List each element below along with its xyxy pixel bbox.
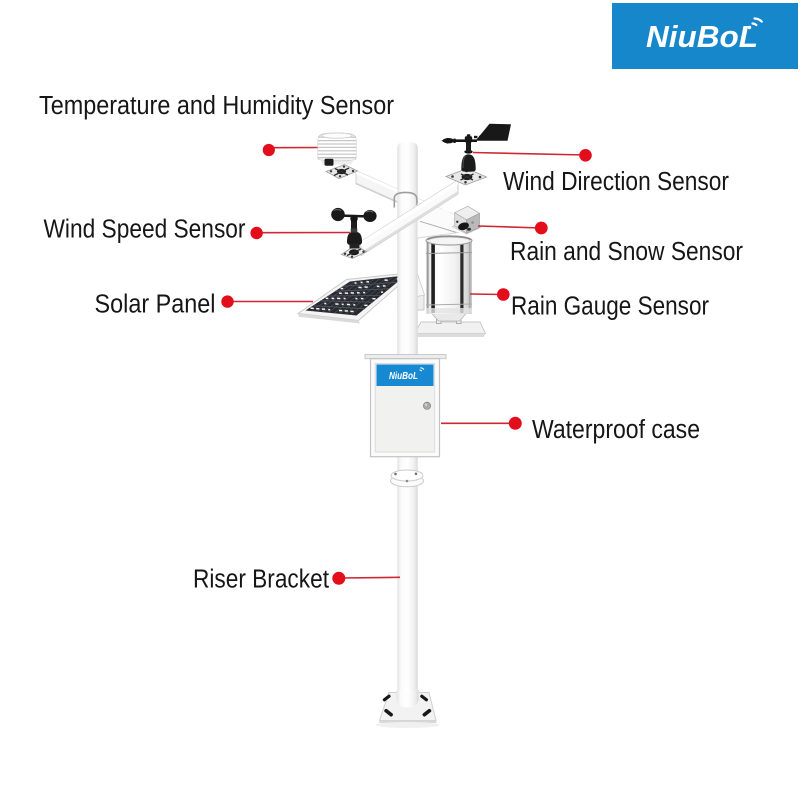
svg-text:NiuBoL: NiuBoL [646,19,758,54]
svg-text:Wind Direction Sensor: Wind Direction Sensor [503,168,729,196]
svg-text:Waterproof case: Waterproof case [532,416,700,444]
svg-text:Rain and Snow Sensor: Rain and Snow Sensor [510,238,743,266]
svg-text:NiuBoL: NiuBoL [389,371,418,382]
svg-text:Solar Panel: Solar Panel [95,291,216,319]
svg-text:Riser Bracket: Riser Bracket [193,566,329,594]
svg-text:Rain Gauge Sensor: Rain Gauge Sensor [511,293,709,321]
svg-text:Wind Speed Sensor: Wind Speed Sensor [44,216,246,244]
svg-text:Temperature and Humidity Senso: Temperature and Humidity Sensor [39,92,394,120]
